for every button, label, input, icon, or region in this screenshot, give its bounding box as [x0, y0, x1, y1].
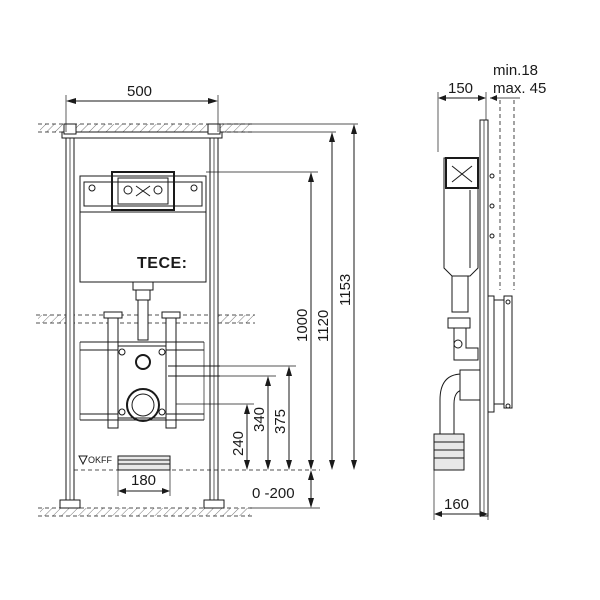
frame — [59, 123, 225, 509]
floor-hatch — [38, 507, 255, 517]
floor-outlet — [117, 455, 171, 471]
adjust-label: 0 -200 — [252, 485, 295, 502]
width-label: 500 — [127, 83, 152, 100]
okff-label: OKFF — [88, 455, 113, 465]
flush-pipe — [132, 281, 154, 341]
height-1120-dimension: 1120 — [315, 132, 335, 470]
cistern: TECE: — [79, 171, 207, 283]
side-drain-bend — [433, 369, 481, 471]
width-dimension: 500 — [65, 83, 219, 132]
height-375-dimension: 375 — [272, 366, 292, 470]
height-240-dimension: 240 — [230, 404, 250, 470]
height-240-label: 240 — [230, 431, 247, 456]
side-view: 150 min.18 max. 45 — [433, 62, 546, 520]
wall-max-label: max. 45 — [493, 80, 546, 97]
height-1153-dimension: 1153 — [337, 124, 357, 470]
front-view: TECE: — [36, 83, 358, 517]
height-375-label: 375 — [272, 409, 289, 434]
depth-dimension: 150 — [437, 80, 487, 152]
adjust-dimension: 0 -200 — [250, 470, 320, 509]
height-1120-label: 1120 — [315, 310, 332, 342]
bottom-depth-dimension: 160 — [433, 470, 489, 520]
side-frame — [479, 119, 513, 517]
bottom-depth-label: 160 — [444, 496, 469, 513]
wall-thickness-dimension: min.18 max. 45 — [490, 62, 546, 290]
height-1000-label: 1000 — [294, 309, 311, 342]
wall-min-label: min.18 — [493, 62, 538, 79]
side-flush-pipe — [447, 275, 479, 361]
depth-label: 150 — [448, 80, 473, 97]
outlet-width-dimension: 180 — [117, 470, 171, 496]
height-1000-dimension: 1000 — [294, 172, 314, 470]
outlet-width-label: 180 — [131, 472, 156, 489]
height-1153-label: 1153 — [337, 274, 354, 306]
height-340-dimension: 340 — [251, 376, 271, 470]
wc-mount-plate — [117, 345, 220, 422]
side-cistern — [443, 157, 479, 277]
brand-logo: TECE: — [137, 255, 188, 272]
okff-marker: OKFF — [74, 455, 320, 471]
height-340-label: 340 — [251, 407, 268, 432]
